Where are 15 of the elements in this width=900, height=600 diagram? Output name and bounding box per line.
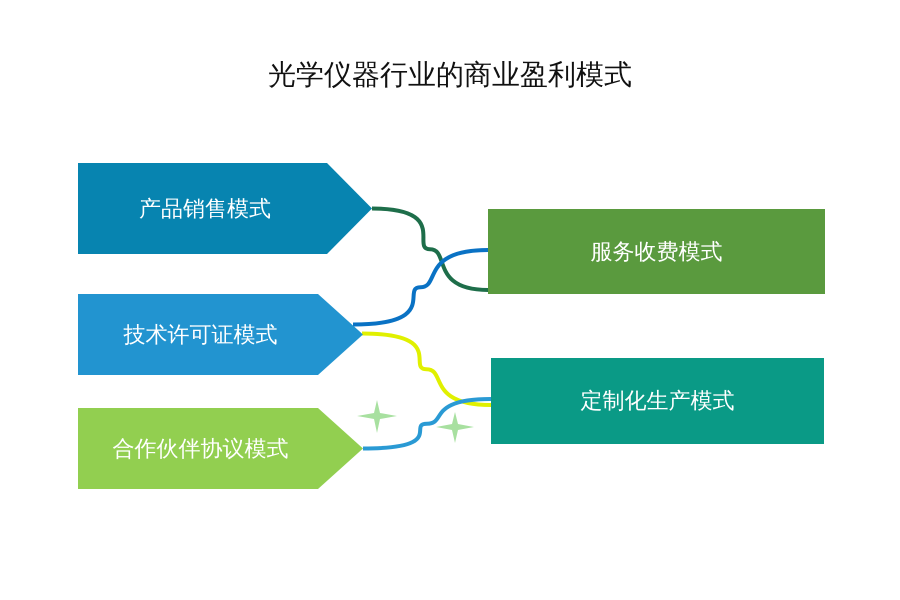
connector-curve [362, 397, 492, 450]
mode-label: 技术许可证模式 [124, 322, 278, 350]
mode-label: 产品销售模式 [139, 196, 271, 224]
mode-box [488, 209, 825, 294]
arrow-label-box [78, 408, 363, 489]
mode-label: 服务收费模式 [590, 238, 722, 266]
diagram-title: 光学仪器行业的商业盈利模式 [268, 58, 632, 91]
mode-label: 合作伙伴协议模式 [112, 436, 288, 464]
connector-curve [362, 332, 492, 407]
connector-curve [372, 206, 488, 292]
arrow-label-box [78, 163, 372, 254]
mode-label: 定制化生产模式 [580, 388, 734, 416]
mode-box [491, 358, 824, 444]
arrow-label-box [78, 294, 363, 375]
connector-curve [352, 248, 488, 326]
